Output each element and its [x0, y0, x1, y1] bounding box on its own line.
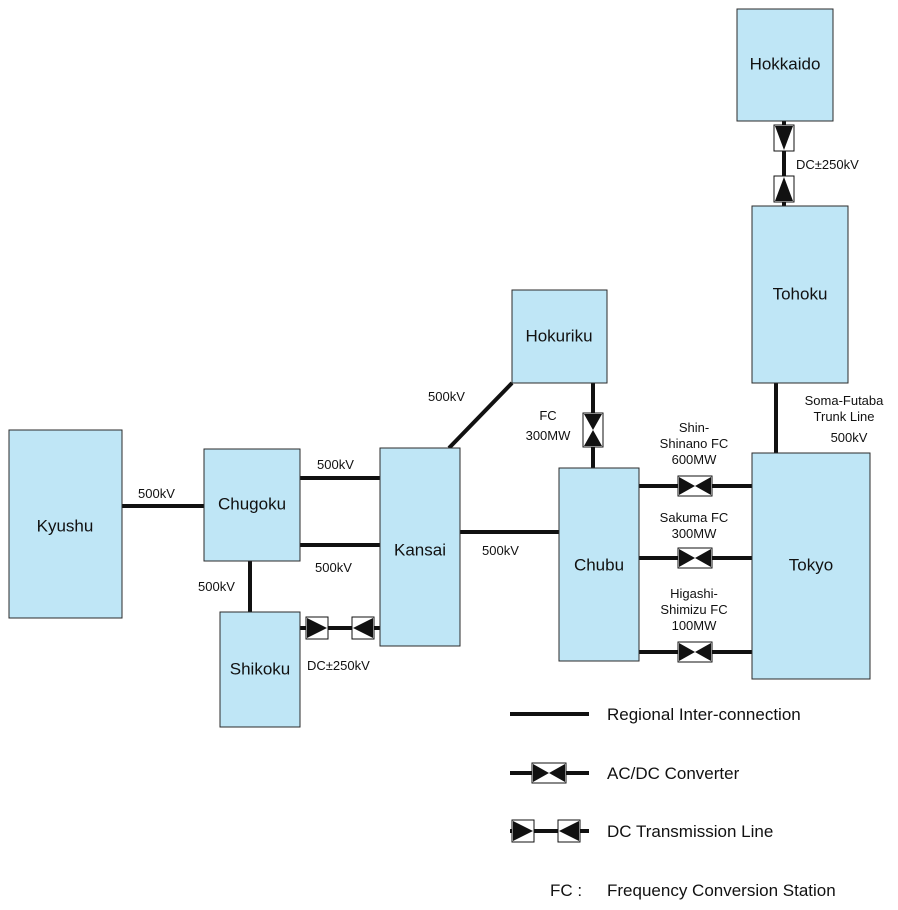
kansai-chubu-label: 500kV	[482, 543, 519, 558]
region-tohoku-label: Tohoku	[773, 284, 828, 303]
svg-text:FC: FC	[539, 408, 556, 423]
sakuma-fc-icon	[677, 547, 713, 569]
legend-regional-label: Regional Inter-connection	[607, 705, 801, 724]
chugoku-kansai-upper-label: 500kV	[317, 457, 354, 472]
region-tokyo-label: Tokyo	[789, 555, 833, 574]
region-tohoku: Tohoku	[751, 205, 849, 384]
region-chubu: Chubu	[558, 467, 640, 662]
legend-fc-desc: Frequency Conversion Station	[607, 881, 836, 900]
kansai-hokuriku-line	[447, 381, 514, 450]
higashi-shimizu-fc-icon	[677, 641, 713, 663]
svg-text:600MW: 600MW	[672, 452, 718, 467]
tohoku-converter-icon	[773, 175, 795, 203]
higashi-shimizu-label: Higashi- Shimizu FC 100MW	[660, 586, 727, 633]
kyushu-chugoku-label: 500kV	[138, 486, 175, 501]
region-kyushu: Kyushu	[8, 429, 123, 619]
shin-shinano-label: Shin- Shinano FC 600MW	[660, 420, 729, 467]
legend: Regional Inter-connection AC/DC Converte…	[510, 705, 836, 900]
legend-converter-icon	[510, 762, 589, 784]
legend-dc-line-icon	[510, 819, 589, 843]
svg-text:Shin-: Shin-	[679, 420, 709, 435]
svg-text:Trunk Line: Trunk Line	[814, 409, 875, 424]
chugoku-shikoku-label: 500kV	[198, 579, 235, 594]
svg-text:Shimizu FC: Shimizu FC	[660, 602, 727, 617]
svg-text:Higashi-: Higashi-	[670, 586, 718, 601]
region-kansai: Kansai	[379, 447, 461, 647]
region-hokkaido: Hokkaido	[736, 8, 834, 122]
region-tokyo: Tokyo	[751, 452, 871, 680]
svg-text:500kV: 500kV	[831, 430, 868, 445]
region-chugoku: Chugoku	[203, 448, 301, 562]
region-kansai-label: Kansai	[394, 540, 446, 559]
region-shikoku: Shikoku	[219, 611, 301, 728]
sakuma-label: Sakuma FC 300MW	[660, 510, 729, 541]
soma-futaba-label: Soma-Futaba Trunk Line 500kV	[805, 393, 885, 445]
svg-text:Shinano FC: Shinano FC	[660, 436, 729, 451]
svg-text:300MW: 300MW	[672, 526, 718, 541]
legend-fc-abbr: FC :	[550, 881, 582, 900]
svg-text:Soma-Futaba: Soma-Futaba	[805, 393, 885, 408]
chugoku-kansai-lower-label: 500kV	[315, 560, 352, 575]
svg-text:300MW: 300MW	[526, 428, 572, 443]
legend-dc-line-label: DC Transmission Line	[607, 822, 773, 841]
region-chugoku-label: Chugoku	[218, 494, 286, 513]
hokkaido-tohoku-dc-label: DC±250kV	[796, 157, 859, 172]
hokuriku-chubu-fc-label: FC 300MW	[526, 408, 572, 443]
svg-text:100MW: 100MW	[672, 618, 718, 633]
kansai-hokuriku-label: 500kV	[428, 389, 465, 404]
region-kyushu-label: Kyushu	[37, 516, 94, 535]
region-hokuriku-label: Hokuriku	[525, 326, 592, 345]
shikoku-kansai-dc-label: DC±250kV	[307, 658, 370, 673]
region-hokuriku: Hokuriku	[511, 289, 608, 384]
shin-shinano-fc-icon	[677, 475, 713, 497]
shikoku-converter-icon	[305, 616, 329, 640]
region-shikoku-label: Shikoku	[230, 659, 290, 678]
region-chubu-label: Chubu	[574, 555, 624, 574]
hokuriku-chubu-fc-icon	[582, 412, 604, 448]
kansai-converter-icon	[351, 616, 375, 640]
region-hokkaido-label: Hokkaido	[750, 54, 821, 73]
legend-converter-label: AC/DC Converter	[607, 764, 740, 783]
svg-text:Sakuma FC: Sakuma FC	[660, 510, 729, 525]
hokkaido-converter-icon	[773, 124, 795, 152]
